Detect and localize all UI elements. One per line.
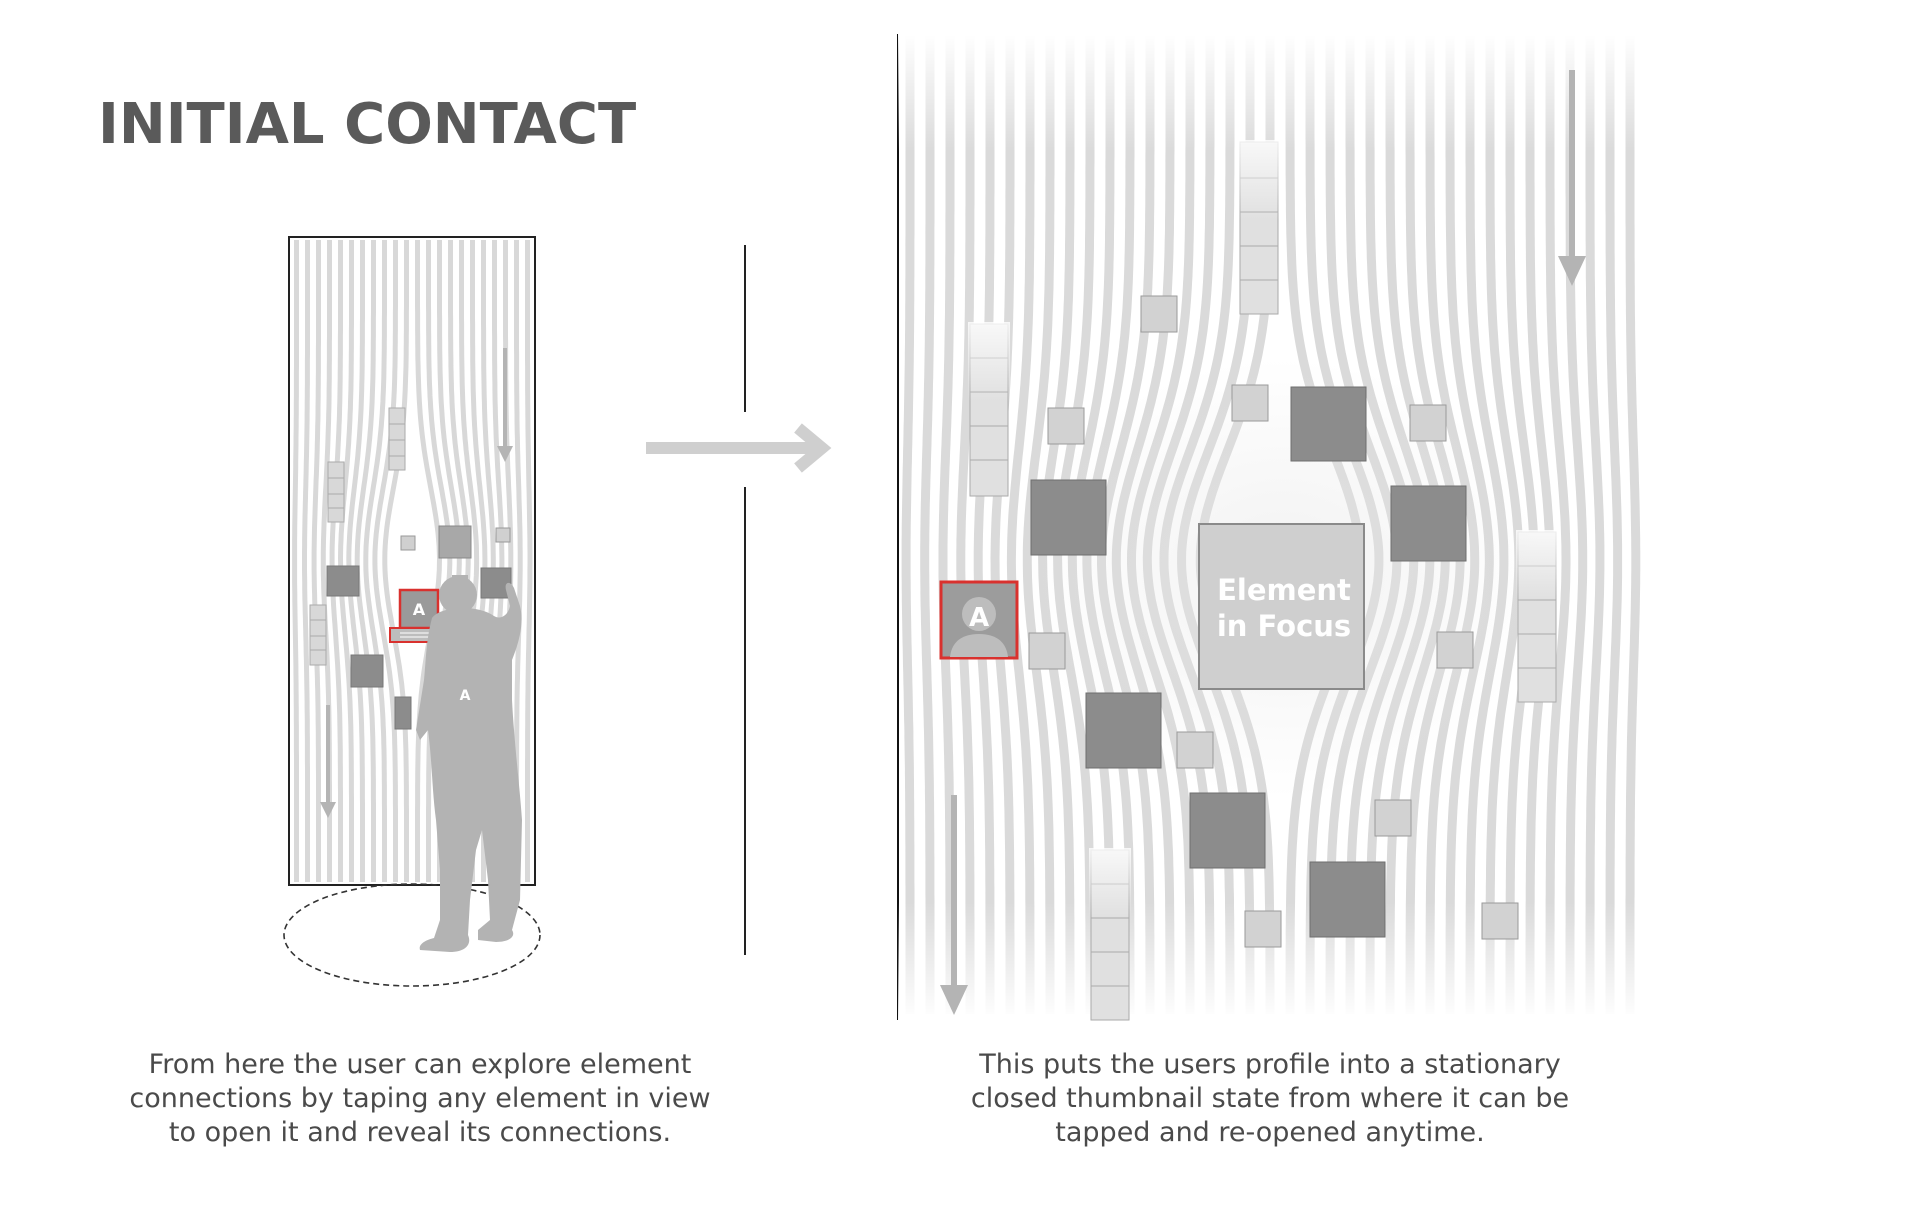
element-tile[interactable] — [1409, 404, 1447, 442]
element-tile[interactable] — [1374, 799, 1412, 837]
right-caption: This puts the users profile into a stati… — [900, 1048, 1640, 1150]
flow-stripe — [311, 240, 321, 882]
left-panel-stripes — [292, 240, 533, 882]
flow-stripe — [426, 240, 453, 882]
flow-stripe — [372, 240, 398, 882]
element-tile[interactable] — [1244, 910, 1282, 948]
left-caption-line: connections by taping any element in vie… — [129, 1083, 711, 1114]
left-caption: From here the user can explore element c… — [90, 1048, 750, 1150]
element-tile[interactable] — [1028, 632, 1066, 670]
element-tile[interactable] — [438, 525, 472, 559]
profile-letter-small: A — [413, 600, 426, 619]
connected-element-tile[interactable] — [1290, 386, 1367, 462]
element-in-focus[interactable]: Element in Focus — [1198, 523, 1365, 690]
element-stack — [1089, 848, 1131, 1021]
scroll-down-arrow-icon — [1558, 70, 1586, 286]
right-caption-line: closed thumbnail state from where it can… — [970, 1083, 1570, 1114]
user-silhouette — [416, 575, 522, 952]
flow-stripe — [337, 240, 354, 882]
scroll-down-arrow-icon — [320, 705, 336, 818]
element-tile[interactable] — [1231, 384, 1269, 422]
flow-stripe — [329, 240, 343, 882]
element-tile[interactable] — [350, 654, 384, 688]
element-stack — [388, 407, 406, 471]
connected-element-tile[interactable] — [1030, 479, 1107, 556]
focus-label-line1: Element — [1217, 573, 1351, 607]
right-caption-line: This puts the users profile into a stati… — [979, 1049, 1561, 1080]
page-title: INITIAL CONTACT — [98, 92, 637, 157]
element-stack — [1238, 140, 1280, 315]
element-tile[interactable] — [1140, 295, 1178, 333]
profile-letter: A — [969, 603, 989, 633]
flow-stripe — [346, 240, 365, 882]
element-tile[interactable] — [1047, 407, 1085, 445]
element-tile[interactable] — [1176, 731, 1214, 769]
element-tile[interactable] — [480, 567, 512, 599]
left-display-panel: A A — [283, 236, 541, 987]
scroll-down-arrow-icon — [497, 348, 513, 462]
element-tile[interactable] — [495, 527, 511, 543]
transition-arrow-icon — [646, 423, 832, 473]
flow-stripe — [415, 240, 443, 882]
person-letter: A — [460, 688, 471, 704]
connected-element-tile[interactable] — [1085, 692, 1162, 769]
left-caption-line: From here the user can explore element — [148, 1049, 692, 1080]
flow-stripe — [354, 240, 376, 882]
element-tile[interactable] — [400, 535, 416, 551]
element-stack — [309, 604, 327, 666]
flow-stripe — [302, 240, 310, 882]
element-tile[interactable] — [326, 565, 360, 597]
flow-stripe — [292, 240, 299, 882]
element-tile[interactable] — [394, 696, 412, 730]
connected-element-tile[interactable] — [1189, 792, 1266, 869]
right-caption-line: tapped and re-opened anytime. — [1055, 1117, 1485, 1148]
flow-stripe — [382, 240, 409, 882]
element-stack — [327, 461, 345, 523]
user-profile-thumbnail[interactable]: A — [939, 580, 1019, 660]
left-caption-line: to open it and reveal its connections. — [168, 1117, 672, 1148]
connected-element-tile[interactable] — [1309, 861, 1386, 938]
flow-stripe — [525, 240, 533, 882]
flow-stripe — [363, 240, 387, 882]
focus-label-line2: in Focus — [1217, 609, 1351, 643]
scroll-down-arrow-icon — [940, 795, 968, 1015]
element-tile[interactable] — [1481, 902, 1519, 940]
connected-element-tile[interactable] — [1390, 485, 1467, 562]
user-zone-ellipse — [283, 883, 541, 987]
element-tile[interactable] — [1436, 631, 1474, 669]
right-display-panel: Element in Focus A — [897, 34, 1644, 1021]
element-stack — [968, 322, 1010, 497]
